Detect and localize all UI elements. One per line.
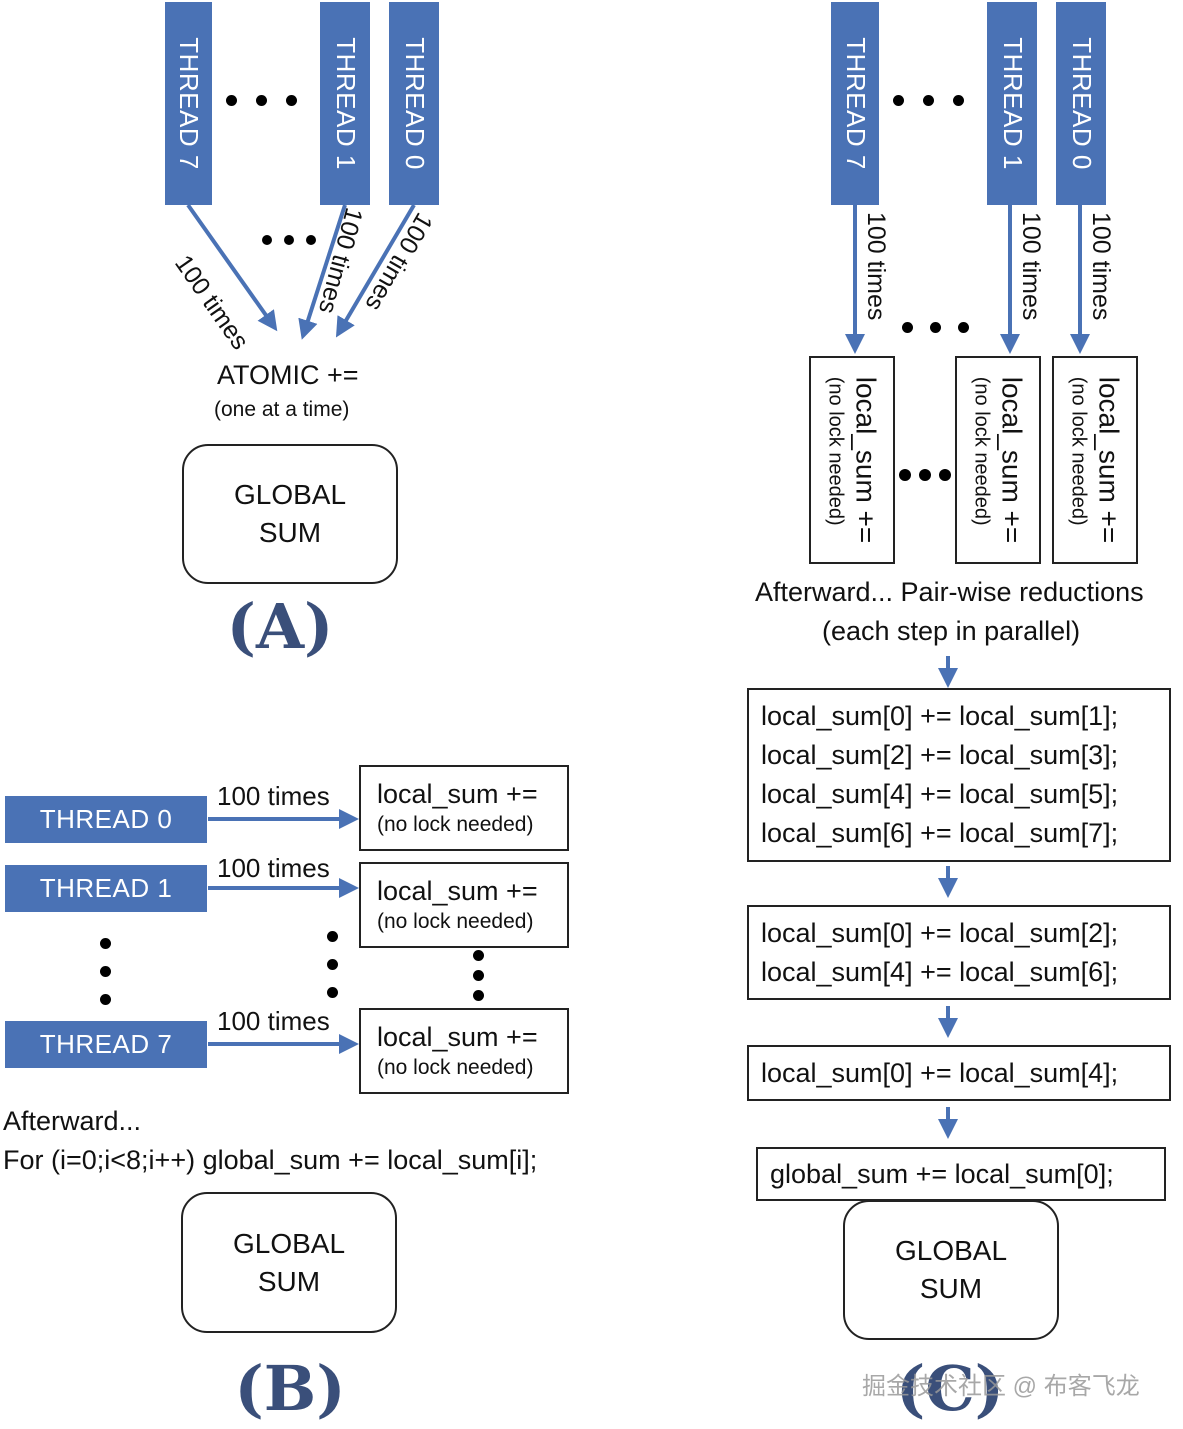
global-sum-line2: SUM	[257, 1265, 321, 1297]
local-sum-box: local_sum += (no lock needed)	[359, 862, 569, 948]
ellipsis-dot	[284, 235, 294, 245]
ellipsis-dot	[327, 987, 338, 998]
local-sum-box: local_sum += (no lock needed)	[359, 765, 569, 851]
thread-block: THREAD 1	[987, 2, 1037, 205]
ellipsis-dot	[958, 322, 969, 333]
local-sum-op: local_sum +=	[377, 779, 538, 809]
ellipsis-dot	[902, 322, 913, 333]
local-sum-note: (no lock needed)	[824, 376, 847, 526]
ellipsis-dot	[893, 95, 904, 106]
local-sum-box: local_sum += (no lock needed)	[359, 1008, 569, 1094]
edge-label: 100 times	[217, 853, 330, 883]
ellipsis-dot	[473, 950, 484, 961]
ellipsis-dot	[256, 95, 267, 106]
edge-label: 100 times	[1017, 212, 1045, 321]
global-sum-line1: GLOBAL	[233, 479, 347, 510]
thread-label: THREAD 0	[399, 37, 430, 170]
global-sum-line2: SUM	[258, 517, 322, 548]
afterward-label: Afterward... Pair-wise reductions	[755, 577, 1144, 607]
local-sum-op: local_sum +=	[1093, 376, 1125, 544]
edge-label: 100 times	[1087, 212, 1115, 321]
local-sum-op: local_sum +=	[996, 376, 1028, 544]
edge-label: 100 times	[217, 1006, 330, 1036]
local-sum-note: (no lock needed)	[377, 1056, 534, 1079]
reduction-loop: For (i=0;i<8;i++) global_sum += local_su…	[3, 1145, 538, 1175]
reduction-step-1: local_sum[0] += local_sum[1]; local_sum[…	[747, 688, 1171, 862]
local-sum-op: local_sum +=	[377, 1022, 538, 1052]
global-sum-line2: SUM	[919, 1273, 983, 1304]
thread-label: THREAD 0	[1066, 37, 1097, 170]
global-sum-line1: GLOBAL	[894, 1235, 1008, 1266]
ellipsis-dot	[473, 990, 484, 1001]
ellipsis-dot	[100, 938, 111, 949]
reduction-step-2: local_sum[0] += local_sum[2]; local_sum[…	[747, 905, 1171, 1000]
arrow-a-thread1	[298, 204, 347, 340]
arrow-a-thread0	[335, 203, 416, 338]
reduction-line: local_sum[4] += local_sum[6];	[761, 956, 1119, 987]
local-sum-note: (no lock needed)	[1067, 376, 1090, 526]
ellipsis-dot	[899, 469, 911, 481]
watermark: 掘金技术社区 @ 布客飞龙	[862, 1373, 1140, 1400]
ellipsis-dot	[286, 95, 297, 106]
ellipsis-dot	[100, 966, 111, 977]
local-sum-box: local_sum += (no lock needed)	[1052, 356, 1138, 564]
thread-label: THREAD 7	[840, 37, 871, 170]
panel-label-b: (B)	[234, 1352, 346, 1425]
ellipsis-dot	[262, 235, 272, 245]
reduction-line: local_sum[0] += local_sum[1];	[761, 701, 1119, 731]
reduction-line: local_sum[0] += local_sum[4];	[761, 1057, 1119, 1088]
thread-label: THREAD 7	[174, 37, 205, 170]
thread-block: THREAD 7	[831, 2, 879, 205]
ellipsis-dot	[473, 970, 484, 981]
local-sum-box: local_sum += (no lock needed)	[809, 356, 895, 564]
ellipsis-dot	[953, 95, 964, 106]
afterward-sublabel: (each step in parallel)	[822, 616, 1081, 646]
global-sum-box: GLOBAL SUM	[843, 1200, 1059, 1340]
ellipsis-dot	[306, 235, 316, 245]
local-sum-note: (no lock needed)	[377, 813, 534, 836]
global-sum-line1: GLOBAL	[232, 1227, 346, 1259]
thread-block: THREAD 0	[5, 796, 207, 843]
ellipsis-dot	[939, 469, 951, 481]
ellipsis-dot	[923, 95, 934, 106]
reduction-line: local_sum[0] += local_sum[2];	[761, 917, 1119, 948]
thread-block: THREAD 7	[165, 2, 212, 205]
ellipsis-dot	[327, 931, 338, 942]
final-reduction-line: global_sum += local_sum[0];	[770, 1158, 1114, 1189]
edge-label: 100 times	[217, 781, 330, 811]
thread-block: THREAD 0	[1056, 2, 1106, 205]
global-sum-box: GLOBAL SUM	[181, 1192, 397, 1333]
ellipsis-dot	[100, 994, 111, 1005]
atomic-op-title: ATOMIC +=	[217, 360, 359, 390]
global-sum-box: GLOBAL SUM	[182, 444, 398, 584]
final-reduction: global_sum += local_sum[0];	[756, 1147, 1166, 1201]
afterward-label: Afterward...	[3, 1106, 142, 1136]
thread-block: THREAD 1	[5, 865, 207, 912]
thread-block: THREAD 7	[5, 1021, 207, 1068]
thread-label: THREAD 1	[330, 37, 361, 170]
thread-label: THREAD 1	[997, 37, 1028, 170]
arrow-a-thread7	[186, 203, 278, 332]
ellipsis-dot	[226, 95, 237, 106]
ellipsis-dot	[919, 469, 931, 481]
panel-label-a: (A)	[226, 590, 334, 663]
atomic-op-subtitle: (one at a time)	[214, 398, 350, 421]
local-sum-note: (no lock needed)	[970, 376, 993, 526]
local-sum-op: local_sum +=	[377, 876, 538, 906]
panel-label-c: (C)	[895, 1352, 1004, 1425]
edge-label: 100 times	[862, 212, 890, 321]
thread-block: THREAD 0	[389, 2, 439, 205]
thread-block: THREAD 1	[320, 2, 370, 205]
reduction-step-3: local_sum[0] += local_sum[4];	[747, 1045, 1171, 1101]
local-sum-box: local_sum += (no lock needed)	[955, 356, 1041, 564]
reduction-line: local_sum[2] += local_sum[3];	[761, 740, 1119, 770]
local-sum-note: (no lock needed)	[377, 910, 534, 933]
local-sum-op: local_sum +=	[850, 376, 882, 544]
reduction-line: local_sum[6] += local_sum[7];	[761, 818, 1119, 848]
ellipsis-dot	[930, 322, 941, 333]
reduction-line: local_sum[4] += local_sum[5];	[761, 779, 1119, 809]
ellipsis-dot	[327, 959, 338, 970]
